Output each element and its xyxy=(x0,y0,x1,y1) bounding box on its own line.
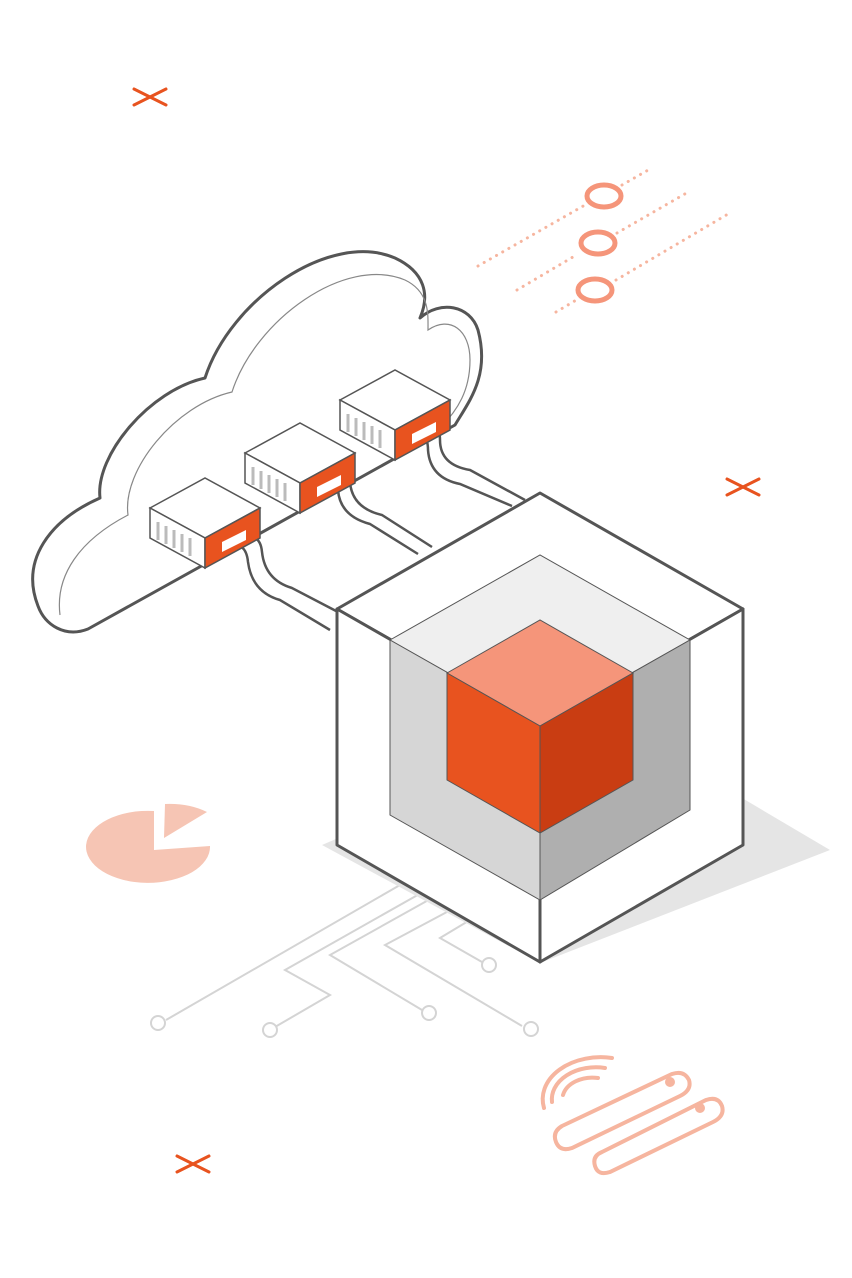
server-module-icon xyxy=(148,477,262,570)
close-x-icon xyxy=(175,1154,211,1174)
server-module-icon xyxy=(243,422,357,515)
dotted-nodes-icon xyxy=(476,167,730,314)
circuit-lines xyxy=(150,884,539,1038)
server-module-icon xyxy=(338,369,452,462)
cloud-icon xyxy=(31,250,484,634)
close-x-icon xyxy=(725,477,761,497)
pie-chart-icon xyxy=(86,803,211,883)
nested-cube-icon xyxy=(335,491,745,964)
wireless-device-icon xyxy=(540,1055,725,1176)
dotted-nodes-rings xyxy=(575,182,624,304)
close-x-icon xyxy=(132,87,168,107)
